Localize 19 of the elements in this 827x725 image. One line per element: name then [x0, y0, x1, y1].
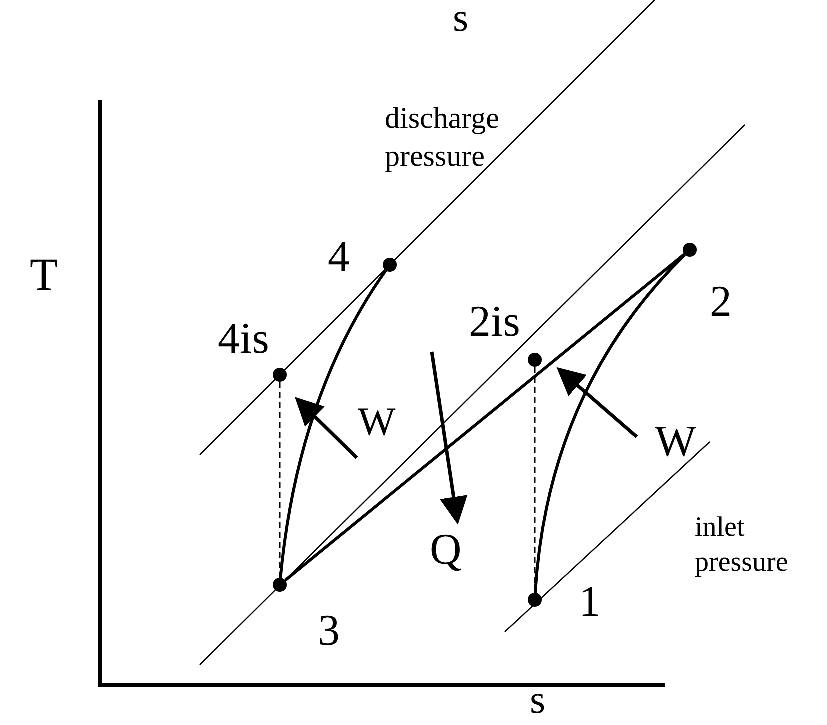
dashed-line [279, 382, 281, 578]
state-point-label: 2is [469, 300, 520, 344]
state-point-label: 3 [318, 609, 340, 653]
state-point-label: 4 [328, 235, 350, 279]
dashed-line [534, 367, 536, 593]
process-curve [284, 253, 686, 582]
pressure-label: inlet pressure [695, 511, 790, 580]
work-label: W [358, 402, 396, 442]
axis-label: T [30, 252, 58, 298]
state-point-label: 4is [218, 317, 270, 361]
axis-label: s [453, 0, 469, 38]
process-curve [279, 270, 388, 578]
pressure-label: discharge pressure [385, 101, 500, 174]
process-curve [534, 254, 686, 594]
heat-label: Q [430, 528, 462, 572]
state-point-label: 1 [579, 580, 601, 624]
state-point-label: 2 [710, 280, 732, 324]
work-label: W [655, 420, 697, 464]
axis-label: s [530, 680, 546, 720]
